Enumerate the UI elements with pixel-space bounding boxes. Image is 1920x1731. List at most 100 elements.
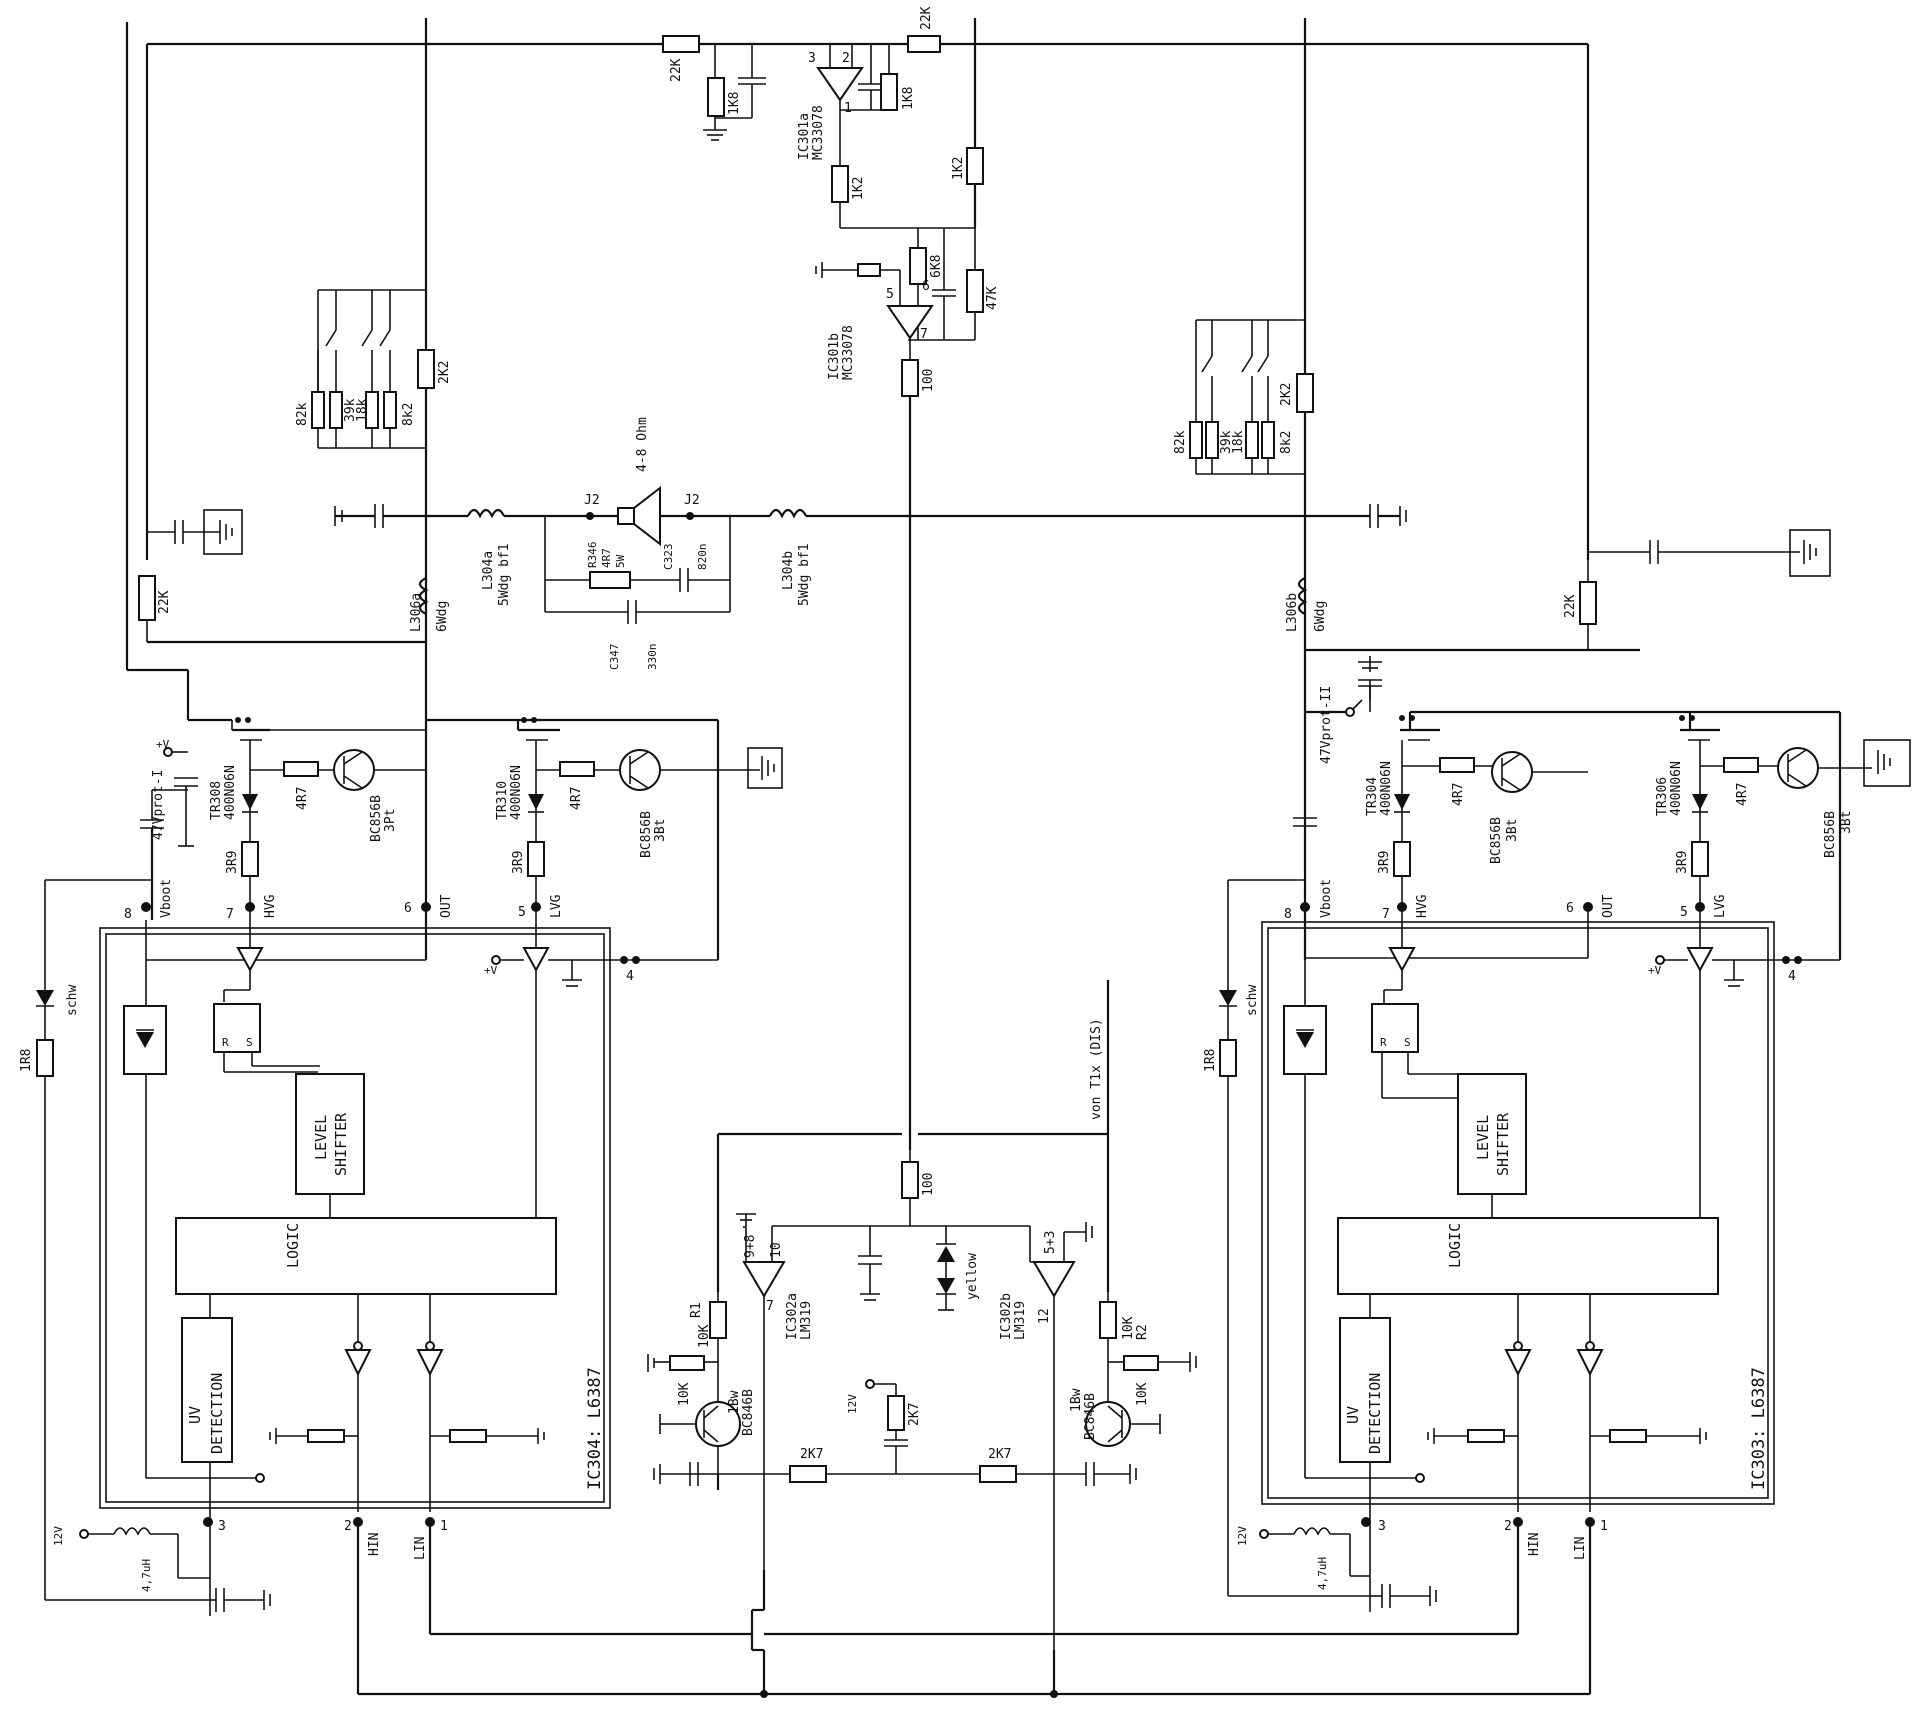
ground-box-right-low <box>1863 739 1911 787</box>
label-bank-right-82k: 82k <box>1173 430 1188 454</box>
label-left-pin-hin: HIN <box>367 1533 382 1556</box>
inverter-hin-right <box>1504 1349 1532 1377</box>
label-ic302a-pin-98: 9+8 <box>743 1235 758 1258</box>
resistor-bank-left: 82k 39k 18k 8k2 <box>295 290 426 449</box>
resistor-1k2-mid-b <box>966 147 984 185</box>
resistor-3r9-lvg-left <box>527 841 545 877</box>
label-c347-name: C347 <box>608 644 621 671</box>
svg-text:+V: +V <box>156 738 170 751</box>
label-r1-name: R1 <box>689 1302 704 1318</box>
label-l304a-name: L304a <box>481 551 496 590</box>
label-10k-base-left: 10K <box>677 1382 692 1406</box>
label-l306b-name: L306b <box>1285 593 1300 632</box>
label-left-pin4: 4 <box>626 969 634 984</box>
label-right-pin-hin: HIN <box>1527 1533 1542 1556</box>
label-uv-right-2: DETECTION <box>1366 1373 1384 1454</box>
label-bank-left-18k: 18k <box>355 398 370 422</box>
label-left-pin-hvg: HVG <box>263 894 278 918</box>
label-4r7-low-right: 4R7 <box>1735 783 1750 806</box>
label-logic-right: LOGIC <box>1446 1223 1464 1268</box>
label-level-shifter-right-1: LEVEL <box>1474 1115 1492 1160</box>
label-1r8-right: 1R8 <box>1203 1049 1218 1072</box>
label-left-pin-out: OUT <box>439 894 454 918</box>
label-bjt-low-right-part: BC856B <box>1823 811 1838 858</box>
label-tr310-name: TR310 <box>495 781 510 820</box>
buffer-lvg-right <box>1686 947 1714 973</box>
label-ic302a-pin-10: 10 <box>769 1242 784 1258</box>
label-cap-boot-left: 47Vprot-I <box>151 770 166 840</box>
label-tr308-name: TR308 <box>209 781 224 820</box>
label-right-pin-hvg: HVG <box>1415 894 1430 918</box>
resistor-r2-10k <box>1099 1301 1117 1339</box>
svg-text:R: R <box>1380 1036 1387 1049</box>
label-level-shifter-right-2: SHIFTER <box>1494 1112 1512 1176</box>
buffer-hvg-right <box>1388 947 1416 973</box>
input-bus <box>356 1474 1592 1698</box>
label-right-12v: 12V <box>1236 1526 1249 1546</box>
resistor-47k <box>966 269 984 313</box>
label-100-out: 100 <box>921 369 936 392</box>
label-t-right-part: BC846B <box>1083 1393 1098 1440</box>
label-3r9-lvg-right: 3R9 <box>1675 851 1690 874</box>
zener-lower <box>937 1278 955 1294</box>
coil-l306a <box>418 577 429 615</box>
label-left-pin8: 8 <box>124 907 132 922</box>
bjt-low-left <box>619 749 661 791</box>
uv-detection-right <box>1339 1317 1391 1463</box>
resistor-1r8-left <box>36 1039 54 1077</box>
label-l304b-name: L304b <box>781 551 796 590</box>
label-c347-value: 330n <box>646 644 659 671</box>
left-half-bridge: 82k 39k 18k 8k2 2K2 L306a 6Wdg 22K <box>19 289 783 1616</box>
label-r2-name: R2 <box>1135 1324 1150 1340</box>
label-j2-right: J2 <box>684 493 700 508</box>
resistor-10k-base-right <box>1123 1355 1159 1371</box>
label-2k2-left: 2K2 <box>437 361 452 384</box>
logic-block-right <box>1337 1217 1719 1295</box>
label-left-pin-vboot: Vboot <box>159 879 174 918</box>
label-tr310-part: 400N06N <box>509 765 524 820</box>
label-3r9-hvg-left: 3R9 <box>225 851 240 874</box>
label-tr306-name: TR306 <box>1655 777 1670 816</box>
buffer-hvg-left <box>236 947 264 973</box>
label-l306b-wdg: 6Wdg <box>1313 601 1328 632</box>
label-4u7-right: 4,7uH <box>1316 1557 1329 1590</box>
label-bjt-high-left-mark: 3Pt <box>383 809 398 832</box>
resistor-4r7-high-left <box>283 761 319 777</box>
label-ic302b-name: IC302b <box>999 1293 1014 1340</box>
label-ic301a-pin-3: 3 <box>808 51 816 66</box>
resistor-1k8-fb <box>880 73 898 111</box>
label-ic301a: IC301a <box>797 113 812 160</box>
label-ic302a-name: IC302a <box>785 1293 800 1340</box>
resistor-2k7-right <box>979 1465 1017 1483</box>
resistor-22k-in-b <box>907 35 941 53</box>
label-c323-name: C323 <box>662 544 675 571</box>
label-1k2-mid-b: 1K2 <box>951 157 966 180</box>
resistor-3r9-hvg-left <box>241 841 259 877</box>
label-mid-12v: 12V <box>846 1394 859 1414</box>
label-right-pin8: 8 <box>1284 907 1292 922</box>
resistor-1k2-mid-a <box>831 165 849 203</box>
label-22k-in-a: 22K <box>669 58 684 82</box>
label-22k-fb-left: 22K <box>157 590 172 614</box>
label-ic301a-part: MC33078 <box>811 105 826 160</box>
right-half-bridge: 82k 39k 18k 8k2 2K2 L306b 6Wdg 22K <box>1173 319 1911 1612</box>
label-ic302a-part: LM319 <box>799 1301 814 1340</box>
label-logic-left: LOGIC <box>284 1223 302 1268</box>
label-left-pin-lin: LIN <box>413 1537 428 1560</box>
resistor-3r9-lvg-right <box>1691 841 1709 877</box>
inverter-lin-left <box>416 1349 444 1377</box>
label-3r9-hvg-right: 3R9 <box>1377 851 1392 874</box>
label-right-pin-out: OUT <box>1601 894 1616 918</box>
zener-upper <box>937 1246 955 1262</box>
label-10k-base-right: 10K <box>1135 1382 1150 1406</box>
label-speaker-impedance: 4-8 Ohm <box>635 417 650 472</box>
label-ic302a-pin-7: 7 <box>766 1299 774 1314</box>
label-bank-right-8k2: 8k2 <box>1279 431 1294 454</box>
label-ic303: IC303: L6387 <box>1749 1367 1769 1490</box>
inductor-4u7-left <box>113 1527 151 1536</box>
inverter-lin-right <box>1576 1349 1604 1377</box>
label-right-pin5: 5 <box>1680 905 1688 920</box>
label-led-yellow: yellow <box>965 1253 980 1300</box>
label-r346-name: R346 <box>586 542 599 569</box>
label-j2-left: J2 <box>584 493 600 508</box>
